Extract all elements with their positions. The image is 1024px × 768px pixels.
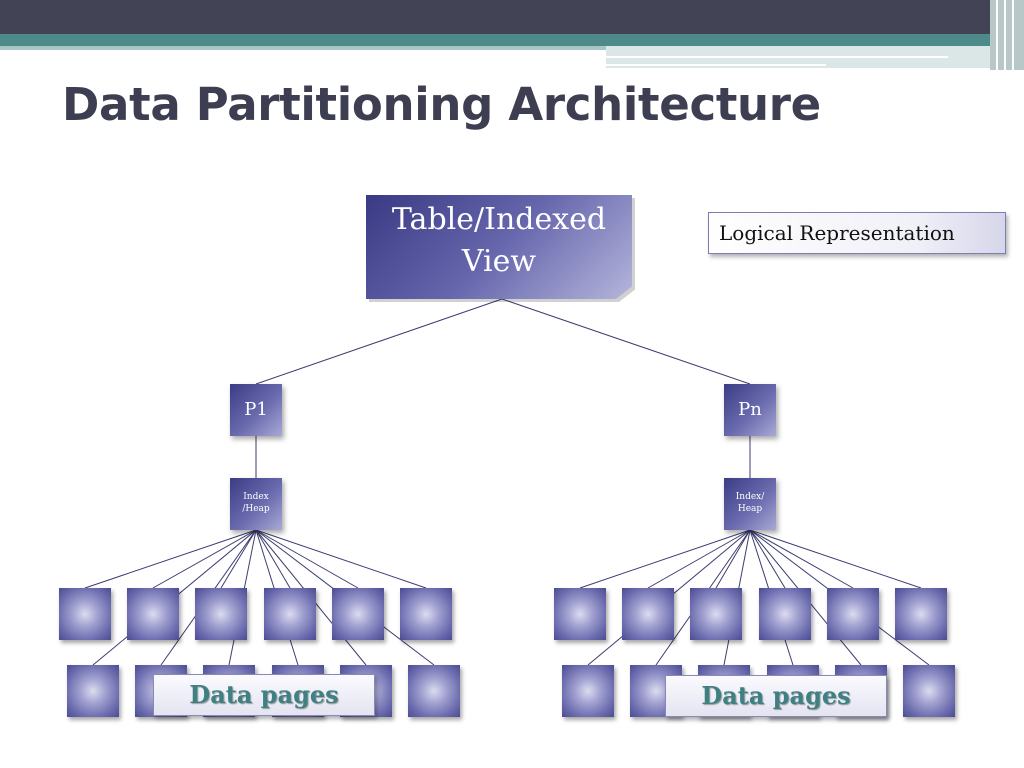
data-page [622, 588, 674, 640]
data-page [562, 665, 614, 717]
data-pages-label-p1: Data pages [153, 674, 375, 716]
connector-page [255, 529, 359, 589]
banner-stripe [1004, 0, 1006, 70]
header-banner-accent [0, 46, 606, 50]
data-pages-label-pn: Data pages [665, 675, 887, 717]
data-page [827, 588, 879, 640]
data-page [895, 588, 947, 640]
banner-stripe [996, 0, 998, 70]
connector-page [220, 529, 257, 589]
connector-page [715, 529, 751, 589]
data-page [759, 588, 811, 640]
table-indexed-view-node: Table/Indexed View [366, 195, 632, 299]
data-page [127, 588, 179, 640]
header-banner-teal [0, 34, 1024, 46]
data-page [67, 665, 119, 717]
data-page [195, 588, 247, 640]
connector-page [255, 529, 291, 589]
header-banner-line [606, 56, 948, 58]
connector-root-pn [501, 298, 751, 385]
connector-page [84, 529, 257, 589]
data-page [554, 588, 606, 640]
data-page [400, 588, 452, 640]
banner-stripe [1012, 0, 1014, 70]
logical-representation-label: Logical Representation [708, 212, 1006, 254]
slide-title: Data Partitioning Architecture [62, 78, 821, 131]
data-page [408, 665, 460, 717]
partition-node-pn: Pn [724, 384, 776, 436]
connector-page [749, 529, 786, 589]
connector-root-p1 [255, 298, 503, 385]
header-banner-right [990, 0, 1024, 70]
header-banner-dark [0, 0, 1024, 34]
data-page [332, 588, 384, 640]
data-page [59, 588, 111, 640]
header-banner-line [606, 64, 826, 66]
connector-page [647, 529, 751, 589]
connector-page [749, 529, 854, 589]
connector-page [152, 529, 257, 589]
index-heap-node-p1: Index /Heap [230, 478, 282, 530]
connector-page [255, 529, 427, 589]
data-page [690, 588, 742, 640]
partition-node-p1: P1 [230, 384, 282, 436]
connector-page [749, 529, 922, 589]
index-heap-node-pn: Index/ Heap [724, 478, 776, 530]
data-page [903, 665, 955, 717]
connector-page [579, 529, 751, 589]
data-page [264, 588, 316, 640]
